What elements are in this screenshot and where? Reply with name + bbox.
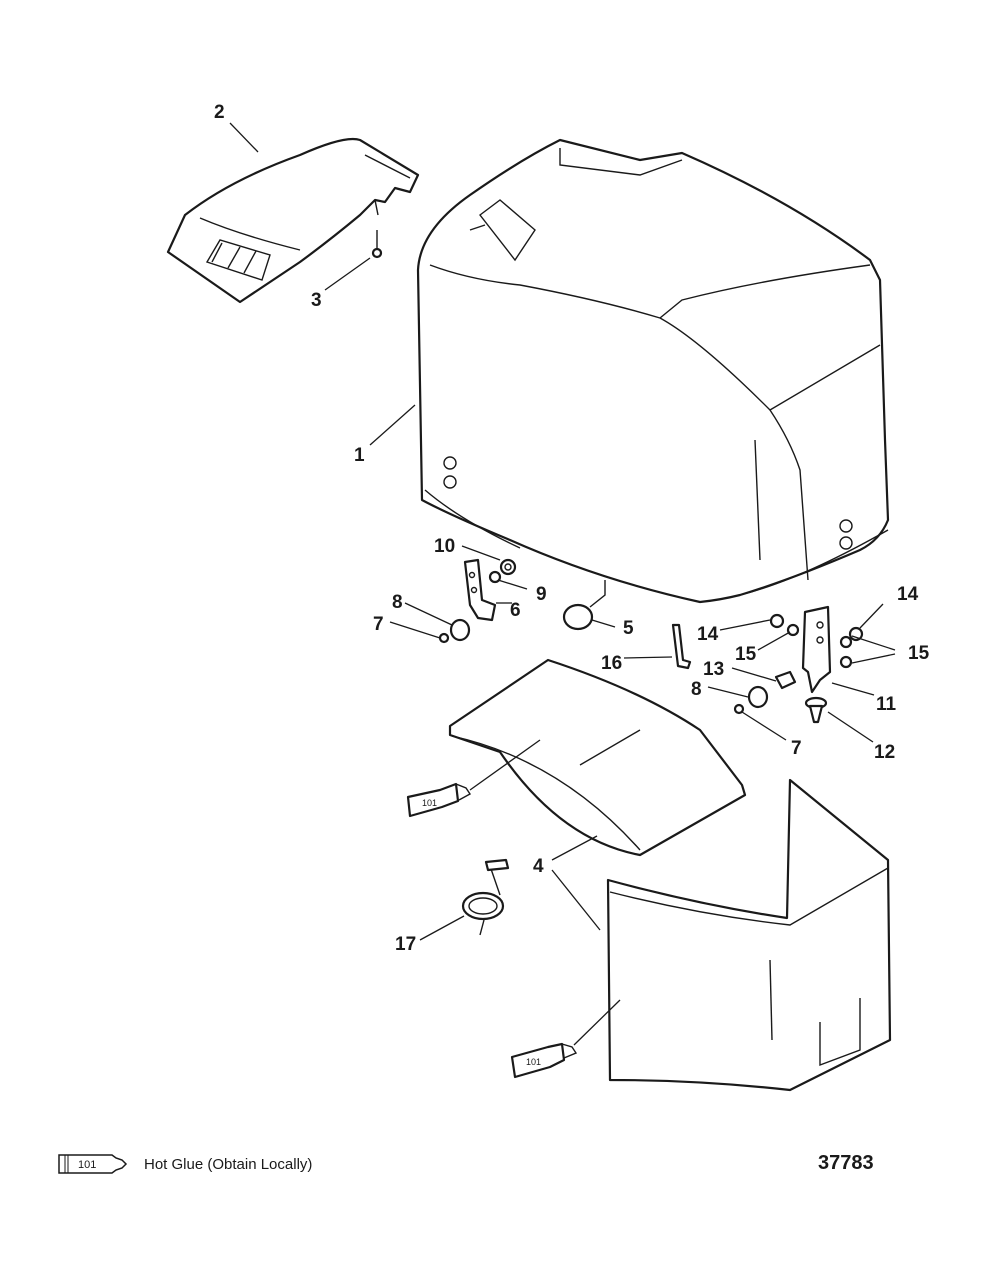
callout-15-right: 15 xyxy=(908,643,930,664)
sealant-tube-icon: 101 xyxy=(58,1154,128,1174)
bushing-right-part xyxy=(733,685,769,715)
latch-right-part xyxy=(801,605,832,694)
callout-7-left: 7 xyxy=(373,614,384,635)
callout-11: 11 xyxy=(876,694,897,715)
callout-labels: 2 3 1 10 9 6 8 7 5 16 14 15 14 15 13 8 7… xyxy=(214,102,930,955)
callout-17: 17 xyxy=(395,934,416,955)
callout-8-left: 8 xyxy=(392,592,403,613)
rivet-part xyxy=(804,696,828,724)
leader-lines xyxy=(229,122,896,1046)
callout-16: 16 xyxy=(601,653,622,674)
sealant-tube-lower: 101 xyxy=(510,1042,578,1079)
callout-7-right: 7 xyxy=(791,738,802,759)
svg-text:101: 101 xyxy=(78,1159,96,1171)
sealant-tube-upper: 101 xyxy=(406,782,472,818)
spring-part xyxy=(461,858,510,936)
callout-8-right: 8 xyxy=(691,679,702,700)
bushing-part xyxy=(449,618,471,642)
callout-14-right: 14 xyxy=(897,584,919,605)
figure-number: 37783 xyxy=(818,1152,874,1174)
clip-part xyxy=(671,623,692,670)
screw-part xyxy=(371,230,383,259)
seal-pad-part xyxy=(448,658,747,857)
callout-4: 4 xyxy=(533,856,544,877)
nut-right-part xyxy=(769,613,864,669)
nut-part xyxy=(499,558,517,576)
callout-2: 2 xyxy=(214,102,225,123)
callout-1: 1 xyxy=(354,445,365,466)
callout-6: 6 xyxy=(510,600,521,621)
plug-part xyxy=(562,580,606,631)
svg-text:101: 101 xyxy=(526,1057,541,1067)
svg-text:101: 101 xyxy=(422,798,437,808)
legend-text: Hot Glue (Obtain Locally) xyxy=(144,1155,313,1173)
callout-12: 12 xyxy=(874,742,895,763)
callout-3: 3 xyxy=(311,290,322,311)
callout-15-left: 15 xyxy=(735,644,757,665)
top-cover-part xyxy=(166,137,420,304)
callout-10: 10 xyxy=(434,536,455,557)
callout-14-left: 14 xyxy=(697,624,719,645)
top-cowl-part xyxy=(416,138,890,604)
washer-part xyxy=(488,570,502,584)
latch-bracket-part xyxy=(463,558,497,622)
callout-13: 13 xyxy=(703,659,724,680)
lower-cover-part xyxy=(606,778,892,1092)
callout-9: 9 xyxy=(536,584,547,605)
legend: 101 Hot Glue (Obtain Locally) xyxy=(56,1152,312,1176)
washer-left-part xyxy=(438,632,450,644)
callout-5: 5 xyxy=(623,618,634,639)
stud-part xyxy=(774,670,797,690)
